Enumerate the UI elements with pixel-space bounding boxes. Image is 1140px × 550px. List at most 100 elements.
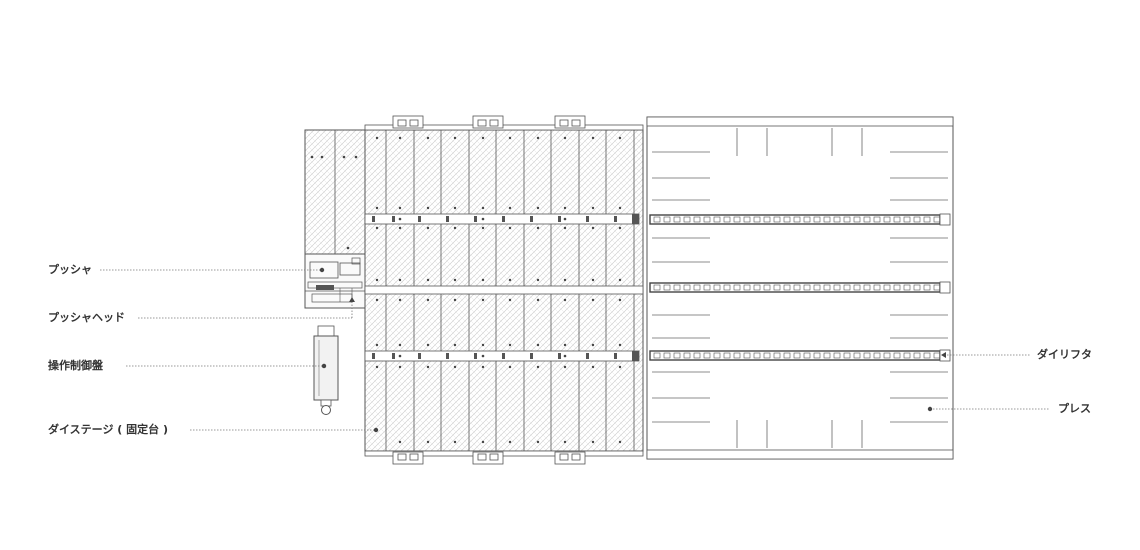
die-lifter-roller: [663, 352, 671, 359]
die-lifter-roller: [683, 216, 691, 223]
die-lifter-roller: [743, 352, 751, 359]
label-press: プレス: [1058, 402, 1091, 415]
die-lifter-roller: [733, 216, 741, 223]
die-lifter-roller: [653, 284, 661, 291]
die-lifter-roller: [843, 216, 851, 223]
arrow-icon: [349, 297, 946, 358]
die-lifter-roller: [793, 284, 801, 291]
die-lifter-roller: [673, 216, 681, 223]
die-lifter-roller: [783, 352, 791, 359]
die-lifter-roller: [683, 352, 691, 359]
die-lifter-roller: [873, 352, 881, 359]
die-lifter-roller: [703, 352, 711, 359]
die-lifter-roller: [823, 284, 831, 291]
die-lifter-roller: [923, 352, 931, 359]
die-lifter-roller: [673, 284, 681, 291]
die-lifter-roller: [853, 284, 861, 291]
die-lifter-roller: [863, 352, 871, 359]
die-lifter-roller: [803, 284, 811, 291]
die-lifter-roller: [903, 216, 911, 223]
die-lifter-roller: [783, 216, 791, 223]
die-lifter-roller: [873, 216, 881, 223]
die-lifter-roller: [753, 216, 761, 223]
die-lifter-roller: [663, 284, 671, 291]
die-lifter-roller: [733, 284, 741, 291]
die-lifter-roller: [713, 216, 721, 223]
die-lifter-roller: [763, 216, 771, 223]
hinge-bracket-icon: [392, 115, 586, 129]
die-lifter-roller: [693, 284, 701, 291]
die-lifter-roller: [883, 216, 891, 223]
die-lifter-roller: [723, 284, 731, 291]
die-lifter-roller: [823, 216, 831, 223]
die-lifter-roller: [693, 352, 701, 359]
die-lifter-end-block: [939, 281, 951, 294]
die-lifter-roller: [913, 216, 921, 223]
leader-lines: [100, 269, 1050, 431]
die-lifter-roller: [773, 216, 781, 223]
hinge-bracket-icon: [392, 451, 586, 465]
die-lifter-roller: [793, 352, 801, 359]
die-lifter-roller: [903, 352, 911, 359]
die-lifter-roller: [913, 352, 921, 359]
die-lifter-roller: [813, 284, 821, 291]
die-lifter-roller: [683, 284, 691, 291]
die-lifter-roller: [723, 216, 731, 223]
die-lifter-roller: [703, 284, 711, 291]
die-lifter-roller: [883, 352, 891, 359]
die-lifter-roller: [713, 284, 721, 291]
die-lifter-rail: [649, 350, 941, 361]
label-pusher-head: プッシャヘッド: [48, 311, 125, 324]
die-lifter-roller: [833, 284, 841, 291]
label-die-lifter: ダイリフタ: [1037, 348, 1092, 361]
die-lifter-roller: [893, 284, 901, 291]
die-lifter-roller: [923, 284, 931, 291]
label-pusher: プッシャ: [48, 263, 92, 276]
die-lifter-roller: [813, 216, 821, 223]
die-lifter-roller: [813, 352, 821, 359]
control-panel: [313, 325, 339, 415]
die-lifter-roller: [723, 352, 731, 359]
die-lifter-roller: [783, 284, 791, 291]
die-lifter-roller: [773, 352, 781, 359]
roller-icon: [321, 405, 331, 415]
die-lifter-roller: [893, 216, 901, 223]
die-lifter-roller: [793, 216, 801, 223]
die-lifter-roller: [713, 352, 721, 359]
die-lifter-roller: [663, 216, 671, 223]
die-lifter-rail: [649, 214, 941, 225]
die-lifter-roller: [773, 284, 781, 291]
die-lifter-roller: [693, 216, 701, 223]
die-lifter-roller: [763, 352, 771, 359]
die-lifter-roller: [803, 352, 811, 359]
die-lifter-roller: [753, 284, 761, 291]
die-lifter-roller: [863, 216, 871, 223]
die-lifter-roller: [853, 216, 861, 223]
die-lifter-roller: [853, 352, 861, 359]
die-lifter-roller: [753, 352, 761, 359]
die-lifter-roller: [893, 352, 901, 359]
die-stage: [364, 124, 644, 457]
die-lifter-roller: [833, 352, 841, 359]
die-lifter-roller: [763, 284, 771, 291]
die-lifter-roller: [923, 216, 931, 223]
pusher-base: [304, 129, 366, 255]
die-lifter-roller: [733, 352, 741, 359]
die-lifter-roller: [653, 216, 661, 223]
die-lifter-roller: [873, 284, 881, 291]
die-lifter-roller: [653, 352, 661, 359]
label-control-panel: 操作制御盤: [48, 359, 103, 372]
leader-dot-icon: [319, 267, 933, 433]
die-lifter-roller: [913, 284, 921, 291]
die-lifter-roller: [743, 284, 751, 291]
die-lifter-roller: [743, 216, 751, 223]
die-lifter-roller: [863, 284, 871, 291]
die-lifter-roller: [843, 352, 851, 359]
die-lifter-roller: [703, 216, 711, 223]
die-lifter-rail: [649, 282, 941, 293]
die-lifter-roller: [673, 352, 681, 359]
die-lifter-roller: [823, 352, 831, 359]
die-lifter-roller: [833, 216, 841, 223]
die-lifter-end-block: [939, 213, 951, 226]
